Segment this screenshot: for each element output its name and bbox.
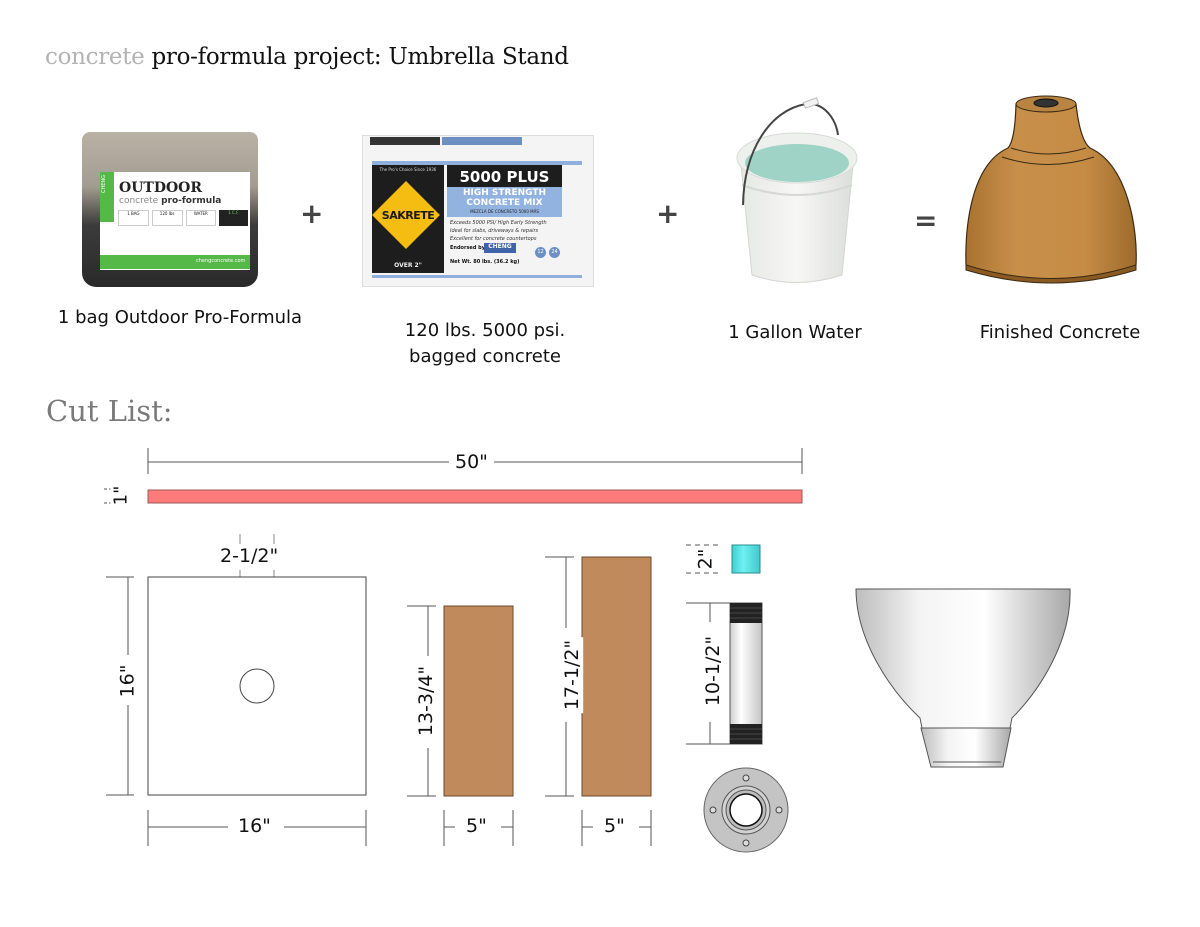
bag-box-1: 1 BAG (118, 210, 149, 226)
title-prefix: concrete (45, 44, 145, 70)
sakrete-badge-12: 12 (535, 247, 546, 258)
title-main: pro-formula project: Umbrella Stand (151, 44, 570, 70)
sakrete-tagline: The Pro's Choice Since 1936 (379, 167, 437, 172)
bag-url: chengconcrete.com (196, 258, 246, 264)
sakrete-spanish: MEZCLA DE CONCRETO 5000 MÁS (470, 209, 539, 214)
base-height-label: 16" (116, 661, 139, 701)
strip-width-label: 1" (110, 484, 132, 507)
spacer-height-label: 2" (694, 547, 717, 571)
tall-side-width-label: 5" (598, 815, 631, 837)
bag-box-4: 1 C.F. (219, 210, 248, 226)
bag-box-2: 120 lbs (151, 210, 183, 226)
plus-operator-2: + (656, 197, 680, 230)
bag-brand-side: CHENG (101, 175, 107, 194)
caption-line: 1 Gallon Water (728, 322, 862, 343)
short-side-height-label: 13-3/4" (415, 662, 438, 740)
strip-length-label: 50" (449, 451, 494, 473)
sakrete-title: 5000 PLUS (459, 168, 550, 186)
bag-title: OUTDOOR (119, 180, 202, 196)
sakrete-endorsed: Endorsed by (450, 245, 485, 251)
bag-subtitle: pro-formula (161, 196, 222, 206)
plus-operator-1: + (300, 197, 324, 230)
caption-line-2: bagged concrete (409, 346, 561, 367)
sakrete-badge-24: 24 (549, 247, 560, 258)
pipe-length-label: 10-1/2" (702, 632, 725, 710)
sakrete-bullet-1: Exceeds 5000 PSI/ High Early Strength (450, 220, 547, 226)
finished-concrete-caption: Finished Concrete (950, 320, 1170, 346)
sakrete-bullet-2: Ideal for slabs, driveways & repairs (450, 228, 539, 234)
caption-line: Finished Concrete (979, 322, 1141, 343)
sakrete-weight: Net Wt. 80 lbs. (36.2 kg) (450, 259, 520, 265)
sakrete-logo-text: SAKRETE (381, 209, 435, 222)
bag-box-3: WATER (185, 210, 217, 226)
base-width-label: 16" (232, 815, 277, 837)
sakrete-footer: OVER 2" (394, 262, 422, 269)
sakrete-subtitle-2: CONCRETE MIX (466, 198, 543, 208)
outdoor-pro-formula-caption: 1 bag Outdoor Pro-Formula (20, 305, 340, 331)
sakrete-endorser: CHENG (484, 243, 516, 253)
water-caption: 1 Gallon Water (690, 320, 900, 346)
bagged-concrete-caption: 120 lbs. 5000 psi. bagged concrete (330, 318, 640, 370)
caption-line: 1 bag Outdoor Pro-Formula (57, 307, 303, 328)
sakrete-subtitle-1: HIGH STRENGTH (462, 188, 547, 198)
sakrete-bullet-3: Excellent for concrete countertops (450, 236, 537, 242)
caption-line-1: 120 lbs. 5000 psi. (404, 320, 566, 341)
short-side-width-label: 5" (460, 815, 493, 837)
equals-operator: = (914, 204, 938, 237)
tall-side-height-label: 17-1/2" (561, 636, 584, 714)
bag-subtitle-muted: concrete (119, 196, 159, 206)
cut-list-heading: Cut List: (46, 394, 173, 428)
page-title: concrete pro-formula project: Umbrella S… (45, 44, 569, 70)
hole-diameter-label: 2-1/2" (218, 545, 281, 567)
bagged-concrete-image: The Pro's Choice Since 1936 SAKRETE OVER… (362, 135, 594, 287)
outdoor-pro-formula-bag-image: CHENG OUTDOOR concrete pro-formula 1 BAG… (78, 130, 263, 290)
